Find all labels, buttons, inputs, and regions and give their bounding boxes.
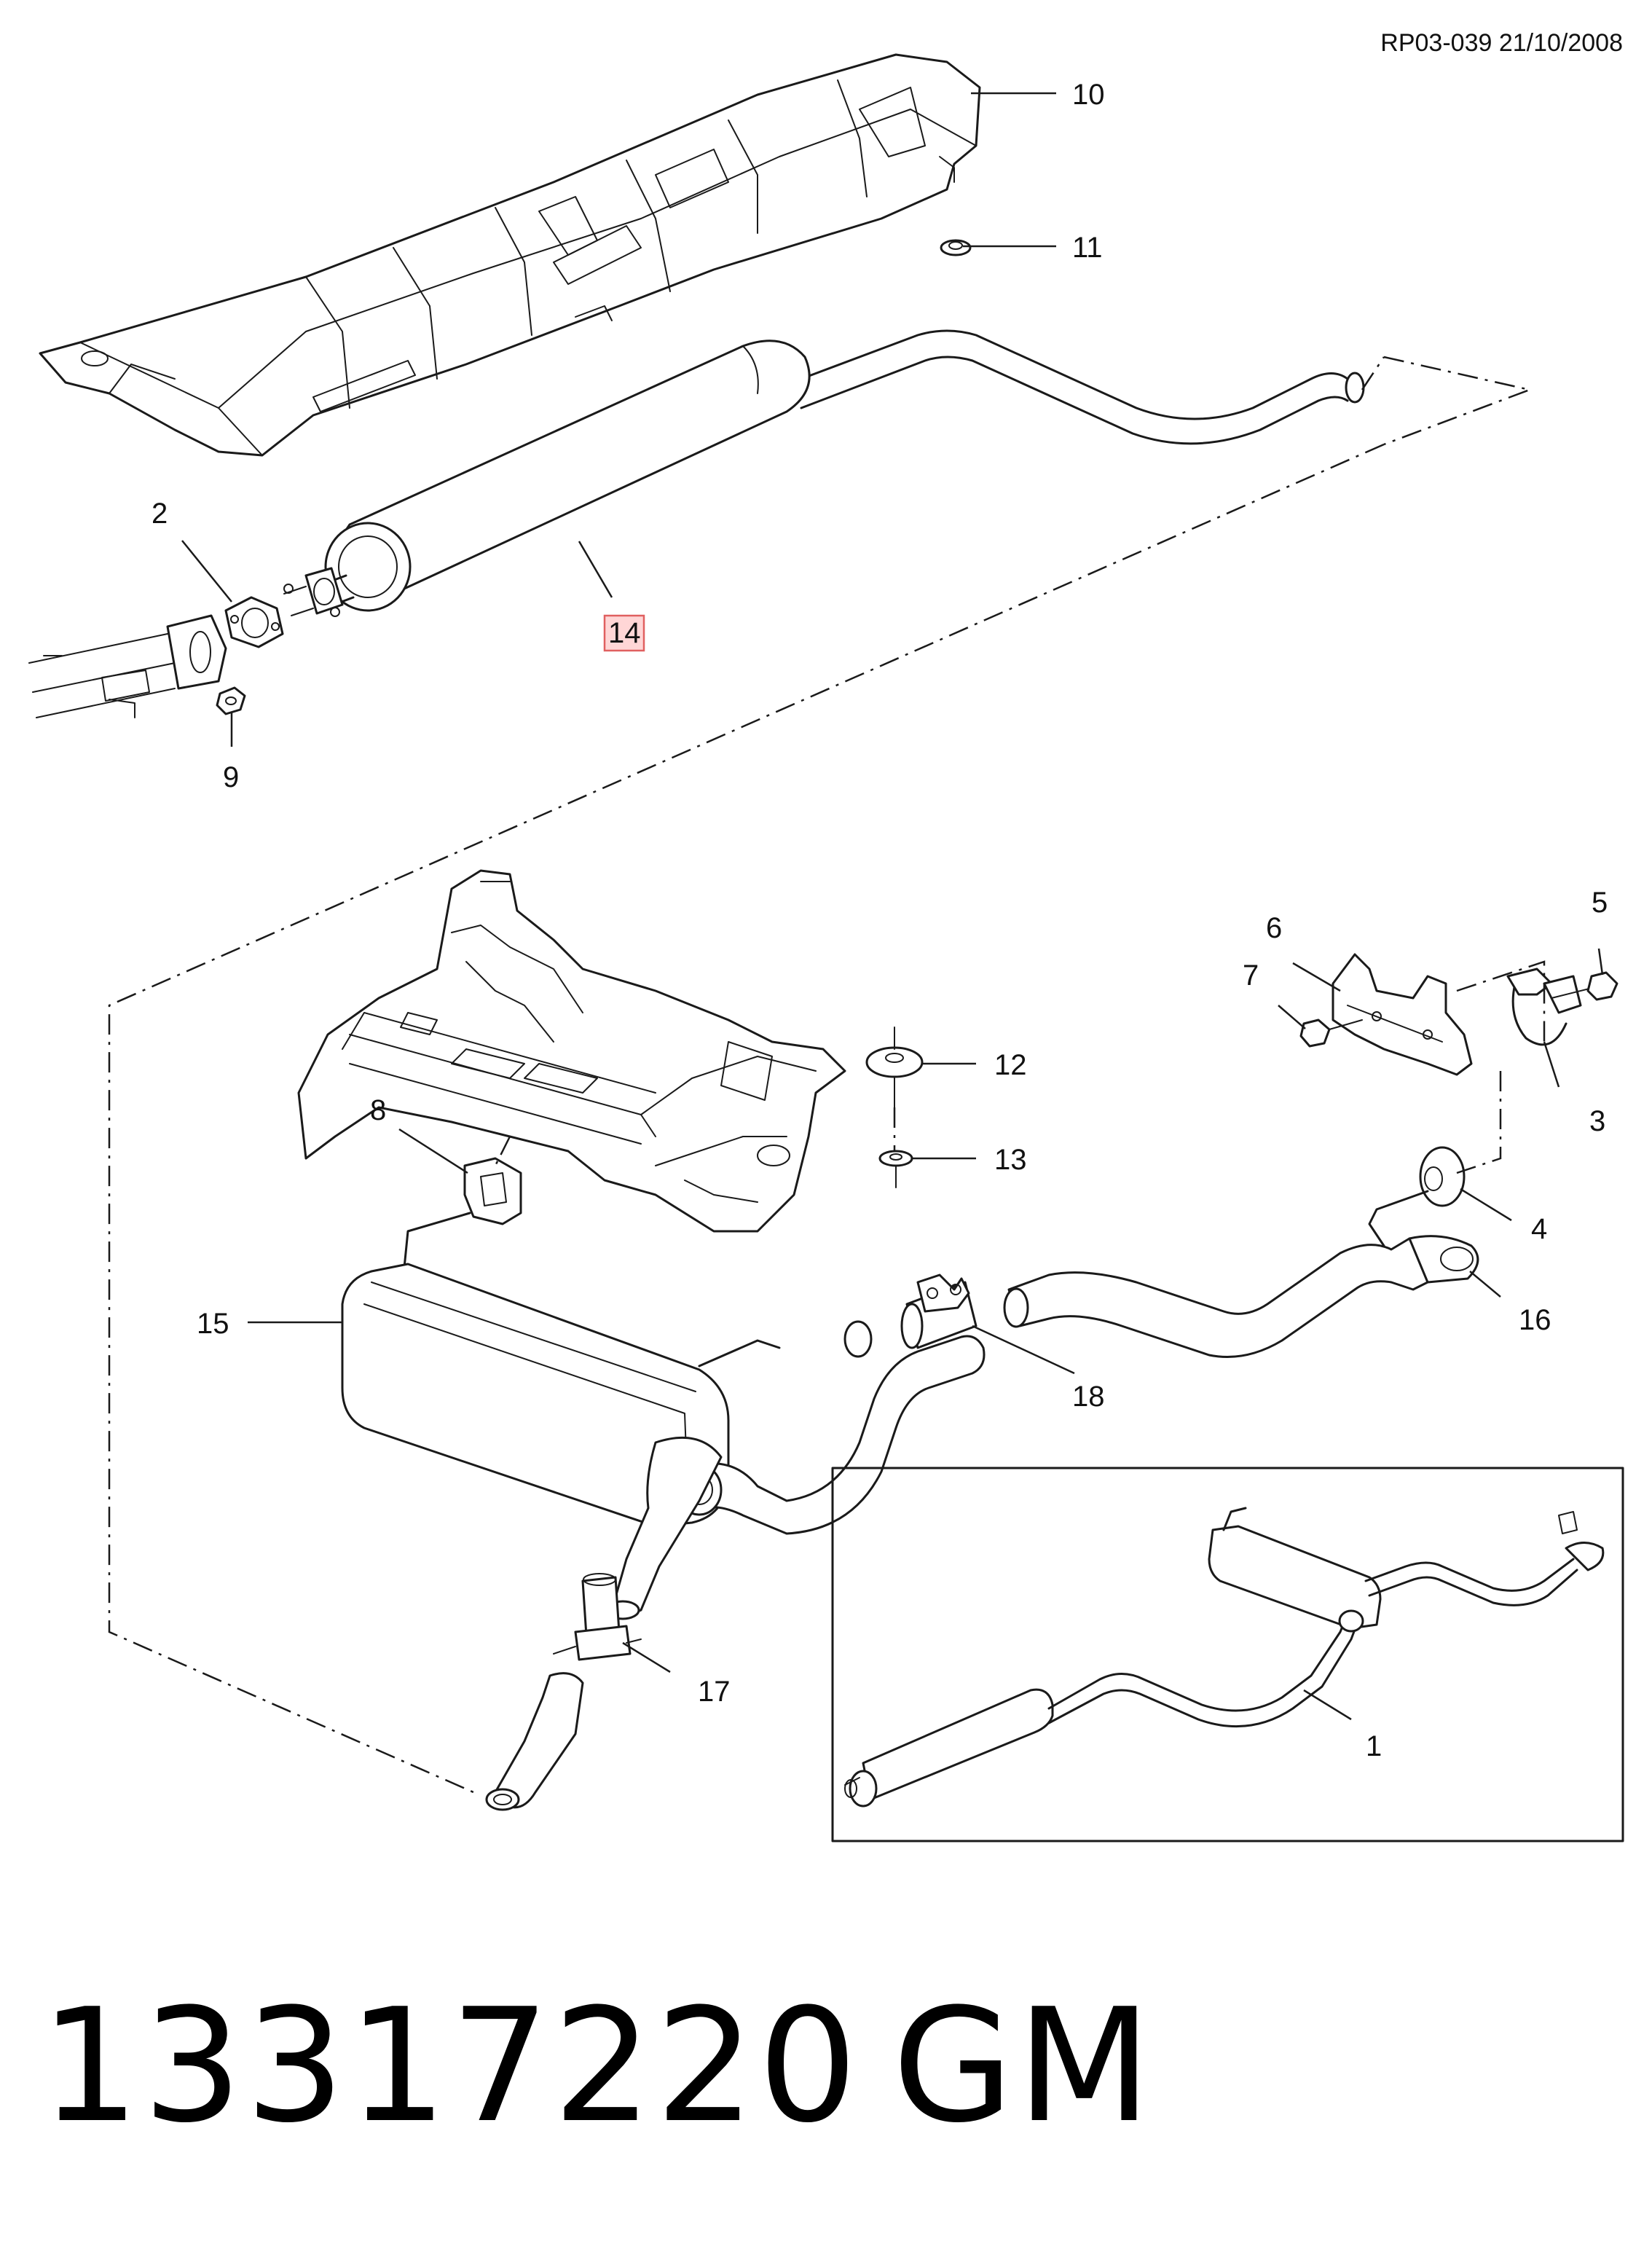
callout-12: 12 [994, 1049, 1027, 1081]
callout-labels: 10 11 2 9 14 12 13 8 6 7 5 3 4 16 15 18 … [152, 79, 1608, 1762]
inset-frame [831, 1467, 1624, 1842]
callout-9: 9 [223, 761, 239, 793]
highlight-box-14 [603, 614, 645, 652]
part-number: 13317220 [40, 1974, 860, 2157]
nut-9 [216, 686, 246, 715]
pipe-clamp-18 [900, 1273, 978, 1349]
bolt-5 [1551, 971, 1618, 1001]
nut-11 [940, 239, 972, 256]
rear-muffler-assembly [341, 1212, 986, 1620]
rubber-insulator-4 [1419, 1146, 1466, 1207]
callout-10: 10 [1072, 79, 1105, 111]
washer-13 [878, 1150, 913, 1188]
rubber-mount-12 [865, 1027, 924, 1108]
callout-18: 18 [1072, 1381, 1105, 1413]
callout-6: 6 [1266, 912, 1282, 944]
heat-shield [39, 53, 981, 457]
connection-lines [108, 356, 1546, 1794]
document-reference: RP03-039 21/10/2008 [1380, 29, 1623, 57]
callout-16: 16 [1519, 1304, 1551, 1336]
leader-lines [181, 92, 1604, 1721]
rear-subframe [297, 869, 846, 1233]
pipe-sleeve-17 [553, 1573, 642, 1661]
nut-7 [1299, 1019, 1363, 1048]
tail-pipe-lower [485, 1672, 584, 1811]
center-muffler-assembly [283, 329, 1365, 617]
hanger-bracket-6 [1332, 953, 1473, 1076]
manufacturer-label: GM [892, 1974, 1155, 2157]
callout-5: 5 [1592, 887, 1608, 919]
callout-17: 17 [698, 1676, 731, 1708]
callout-13: 13 [994, 1144, 1027, 1176]
callout-8: 8 [370, 1094, 386, 1126]
flange-gasket [224, 596, 284, 648]
callout-4: 4 [1531, 1213, 1547, 1245]
callout-2: 2 [152, 498, 168, 530]
intermediate-pipe-16 [1003, 1190, 1479, 1358]
callout-3: 3 [1589, 1105, 1605, 1137]
callout-1: 1 [1366, 1730, 1382, 1762]
front-pipe-partial [28, 614, 227, 718]
rubber-hanger-8 [463, 1157, 522, 1225]
callout-11: 11 [1072, 232, 1103, 264]
callout-14: 14 [608, 617, 641, 649]
callout-7: 7 [1243, 959, 1259, 992]
callout-15: 15 [197, 1308, 229, 1340]
assembly-inset [831, 1467, 1624, 1842]
